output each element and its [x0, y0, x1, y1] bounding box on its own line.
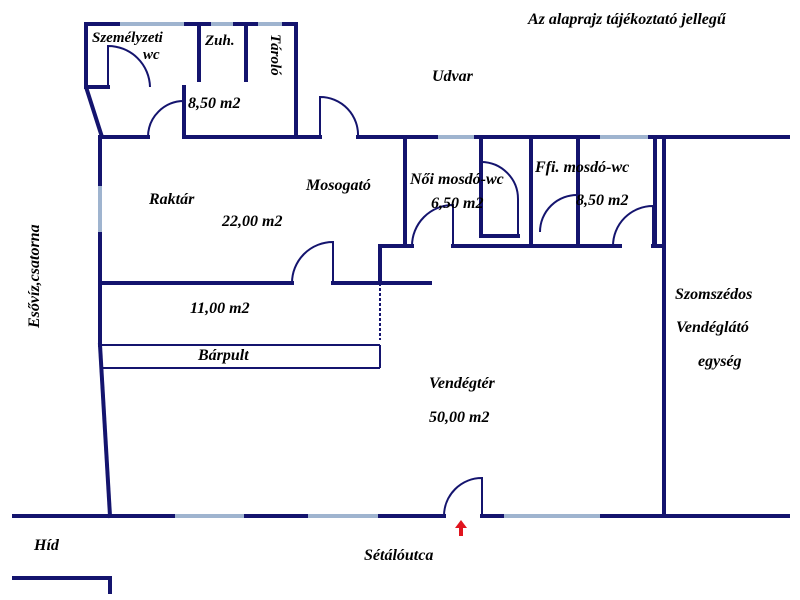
guest-area-area-label: 50,00 m2 [429, 409, 490, 426]
door-mens-wc [612, 204, 654, 247]
bridge-line [12, 576, 112, 594]
door-mens-inner [539, 193, 579, 233]
walls [12, 22, 790, 594]
washroom-label: Mosogató [306, 177, 371, 194]
wall-wc-bottom-left [378, 244, 414, 285]
womens-wc-area-label: 6,50 m2 [431, 195, 484, 212]
warehouse-area-label: 22,00 m2 [222, 213, 283, 230]
neighbor-label-3: egység [698, 353, 742, 370]
door-womens-inner [480, 161, 519, 236]
corridor-area-label: 11,00 m2 [190, 300, 250, 317]
neighbor-label-2: Vendéglátó [676, 319, 749, 336]
shower-label: Zuh. [205, 33, 235, 49]
bar-label: Bárpult [198, 347, 249, 364]
door-staff-wc [107, 44, 151, 88]
doors [107, 44, 654, 517]
wall-left-lower [97, 342, 113, 519]
note-label: Az alaprajz tájékoztató jellegű [528, 11, 726, 28]
guest-area-label: Vendégtér [429, 375, 495, 392]
entrance-arrow [455, 520, 467, 536]
womens-wc-label: Női mosdó-wc [410, 171, 504, 188]
storage-label: Tároló [267, 34, 283, 76]
staff-wc-label-1: Személyzeti [92, 30, 163, 46]
door-entrance [443, 476, 483, 517]
bridge-label: Híd [34, 537, 59, 554]
street-label: Sétálóutca [364, 547, 434, 564]
staff-area-label: 8,50 m2 [188, 95, 241, 112]
mens-wc-label: Ffi. mosdó-wc [535, 159, 630, 176]
gutter-label: Esővíz,csatorna [26, 224, 43, 328]
windows [98, 22, 648, 518]
door-annex [147, 99, 185, 138]
bar-counter [100, 283, 381, 369]
courtyard-label: Udvar [432, 68, 473, 85]
neighbor-label-1: Szomszédos [675, 286, 753, 303]
door-courtyard [319, 95, 360, 138]
mens-wc-area-label: 8,50 m2 [576, 192, 629, 209]
door-womens-wc [411, 203, 454, 247]
staff-wc-label-2: wc [143, 47, 160, 63]
door-storage [291, 240, 334, 284]
warehouse-label: Raktár [149, 191, 195, 208]
